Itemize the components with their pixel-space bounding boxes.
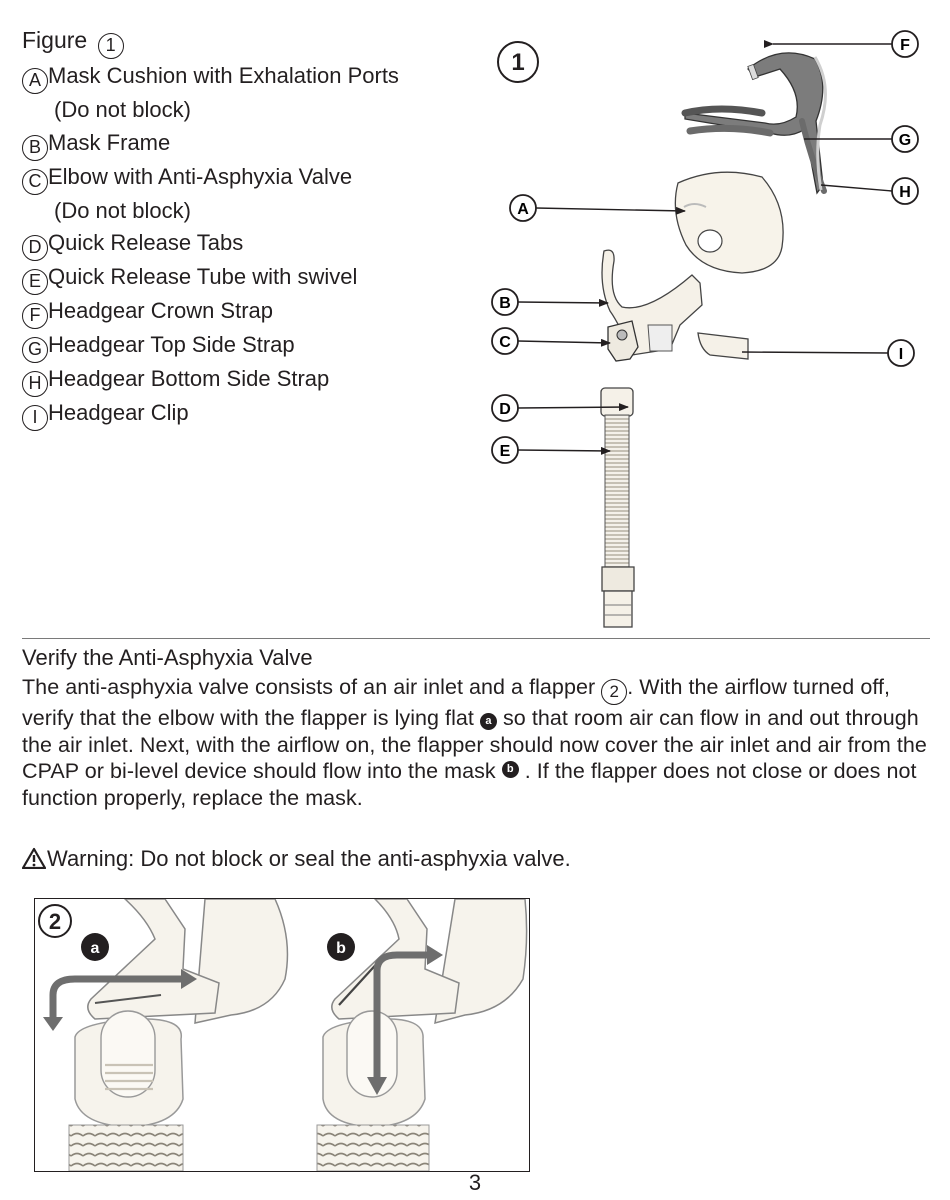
callout-c: C <box>491 327 519 355</box>
svg-text:a: a <box>91 940 100 957</box>
section-body: The anti-asphyxia valve consists of an a… <box>22 675 927 810</box>
svg-text:G: G <box>899 132 911 149</box>
warning: Warning: Do not block or seal the anti-a… <box>21 845 571 873</box>
valve-illustration-b: b <box>316 899 528 1171</box>
svg-text:A: A <box>517 201 529 218</box>
callout-b: B <box>491 288 519 316</box>
valve-illustration-a: a <box>43 899 289 1171</box>
svg-text:H: H <box>899 184 911 201</box>
elbow-illustration <box>607 320 639 362</box>
svg-text:I: I <box>899 346 903 363</box>
callout-d: D <box>491 394 519 422</box>
marker-b: b <box>501 761 519 779</box>
figure-2-number: 2 <box>49 909 61 934</box>
mask-parts-diagram: 1 <box>491 30 919 628</box>
svg-text:F: F <box>900 37 910 54</box>
mask-cushion-illustration <box>674 171 784 274</box>
figure-1-heading: Figure 1 <box>22 26 124 59</box>
callout-e: E <box>491 436 519 464</box>
headgear-clip-illustration <box>697 332 749 360</box>
marker-a: a <box>479 713 497 730</box>
callout-i: I <box>887 339 915 367</box>
figure-1-number: 1 <box>97 33 124 59</box>
tube-illustration <box>600 387 635 628</box>
svg-text:E: E <box>500 443 511 460</box>
callout-f: F <box>891 30 919 58</box>
svg-text:B: B <box>499 295 511 312</box>
callout-a: A <box>509 194 537 222</box>
figure-2-panel: a b 2 <box>34 898 530 1172</box>
diagram-number: 1 <box>511 49 524 76</box>
valve-diagram: a b 2 <box>38 899 528 1171</box>
warning-triangle-icon <box>21 847 47 870</box>
svg-text:b: b <box>336 940 346 957</box>
figure-1-title: Figure <box>22 27 88 53</box>
warning-label: Warning: <box>47 846 135 871</box>
callout-g: G <box>891 125 919 153</box>
svg-text:D: D <box>499 401 511 418</box>
warning-text: Do not block or seal the anti-asphyxia v… <box>134 846 571 871</box>
section-divider <box>22 638 930 639</box>
section-title: Verify the Anti-Asphyxia Valve <box>22 645 313 670</box>
callout-h: H <box>891 177 919 205</box>
figure-2-ref: 2 <box>601 679 628 705</box>
legend-item-a-note: (Do not block) <box>54 97 191 122</box>
page-number: 3 <box>468 1170 482 1195</box>
headgear-illustration <box>681 52 827 195</box>
legend-item-c-note: (Do not block) <box>54 197 191 223</box>
svg-text:C: C <box>499 334 511 351</box>
